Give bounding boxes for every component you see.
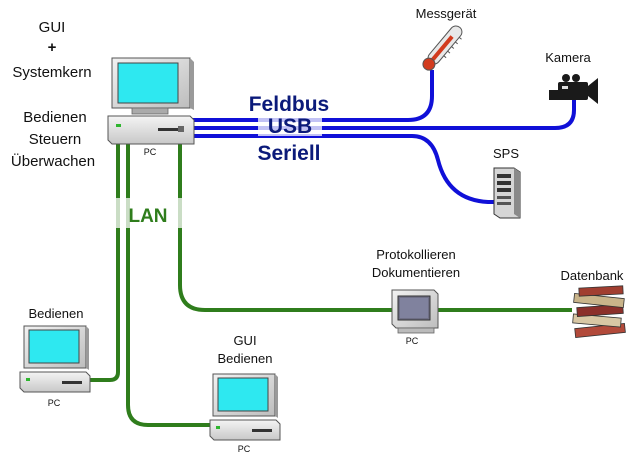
main-pc-screen <box>117 62 179 104</box>
main-pc-plus-label: + <box>48 39 57 56</box>
bus-line-messgeraet <box>190 70 434 122</box>
main-pc-caption: PC <box>144 147 157 157</box>
main-pc-monitor <box>111 57 194 115</box>
role-steuern-label: Steuern <box>29 131 82 148</box>
book-stack-icon <box>572 285 626 339</box>
role-ueberwachen-label: Überwachen <box>11 152 95 170</box>
usb-label-gap <box>258 116 322 136</box>
client-mid-caption: PC <box>238 444 251 454</box>
dokumentieren-label: Dokumentieren <box>372 265 460 280</box>
lan-label-gap <box>108 198 192 228</box>
client-left-caption: PC <box>48 398 61 408</box>
bus-lines <box>190 70 576 204</box>
datenbank-label: Datenbank <box>561 268 624 283</box>
role-bedienen-label: Bedienen <box>23 109 86 126</box>
kamera-label: Kamera <box>545 50 591 65</box>
client-mid-bedienen-label: Bedienen <box>218 351 273 366</box>
lan-line-protokoll-pc <box>178 143 395 312</box>
client-mid-gui-label: GUI <box>233 333 256 348</box>
client-mid-screen <box>217 377 269 412</box>
lan-lines <box>88 143 572 427</box>
sps-label: SPS <box>493 146 519 161</box>
client-left-screen <box>28 329 80 364</box>
lan-line-mid-client <box>126 143 212 427</box>
main-pc-case <box>107 115 195 145</box>
protokollieren-label: Protokollieren <box>376 247 456 262</box>
messgeraet-label: Messgerät <box>416 6 477 21</box>
protokoll-pc-caption: PC <box>406 336 419 346</box>
main-pc-systemkern-label: Systemkern <box>12 64 91 81</box>
protokoll-pc-screen <box>397 295 431 321</box>
thermometer-icon <box>422 25 463 71</box>
bus-line-sps <box>190 134 494 204</box>
client-mid-pc <box>209 373 281 441</box>
usb-label: USB <box>268 115 312 138</box>
client-left-label: Bedienen <box>29 306 84 321</box>
main-pc: PC <box>107 57 195 157</box>
protokoll-pc <box>391 289 439 334</box>
client-left-pc <box>19 325 91 393</box>
sps-tower-icon <box>493 167 521 219</box>
bus-line-kamera <box>190 100 576 130</box>
feldbus-label: Feldbus <box>249 93 330 116</box>
seriell-label: Seriell <box>257 142 320 165</box>
lan-line-left-client <box>88 143 120 382</box>
camera-icon <box>549 74 598 104</box>
main-pc-gui-label: GUI <box>39 19 66 36</box>
lan-label: LAN <box>128 206 167 227</box>
